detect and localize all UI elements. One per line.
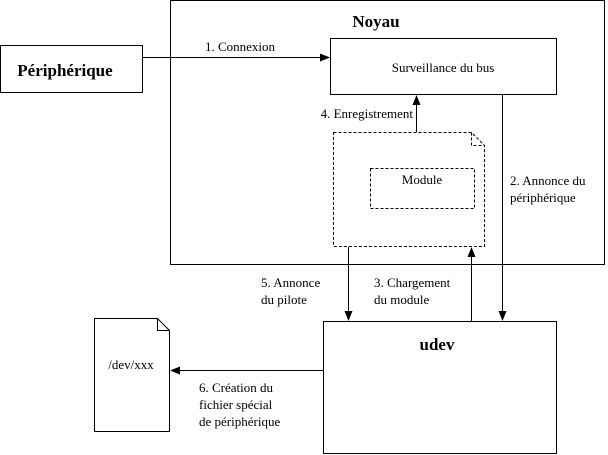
special-file-label-line3: de périphérique [199,414,280,429]
device-file-label: /dev/xxx [108,357,154,372]
module-label: Module [402,172,443,187]
device-node: Périphérique [0,45,143,93]
kernel-container: Noyau [170,0,605,265]
kernel-title: Noyau [352,12,399,31]
connexion-label: 1. Connexion [205,39,276,54]
device-file-shape [94,318,170,432]
registration-label: 4. Enregistrement [321,106,414,121]
special-file-label-line2: fichier spécial [199,397,273,412]
device-label: Périphérique [17,61,113,80]
udev-node: udev [323,321,557,454]
bus-monitor-node: Surveillance du bus [330,38,557,95]
device-file-fold-icon [157,318,170,331]
module-file-node: Module [333,132,485,247]
edge-module-load: 3. Chargement du module [374,247,476,321]
device-file-node: /dev/xxx [94,318,170,432]
module-file-shape [333,132,485,247]
special-file-label-line1: 6. Création du [199,380,274,395]
edge-registration: 4. Enregistrement [321,95,421,132]
edge-device-announce: 2. Annonce du périphérique [498,95,586,321]
udev-label: udev [420,335,455,354]
device-announce-label-line1: 2. Annonce du [510,173,586,188]
module-load-label-line1: 3. Chargement [374,275,451,290]
driver-announce-label-line2: du pilote [261,292,307,307]
edge-connexion: 1. Connexion [143,39,330,62]
edge-special-file-creation: 6. Création du fichier spécial de périph… [170,366,323,429]
module-load-label-line2: du module [374,292,429,307]
module-file-fold-icon [471,132,485,146]
driver-announce-label-line1: 5. Annonce [261,275,320,290]
device-announce-label-line2: périphérique [510,190,576,205]
edge-driver-announce: 5. Annonce du pilote [261,247,353,321]
module-inner-box [370,168,475,209]
bus-monitor-label: Surveillance du bus [392,60,495,75]
